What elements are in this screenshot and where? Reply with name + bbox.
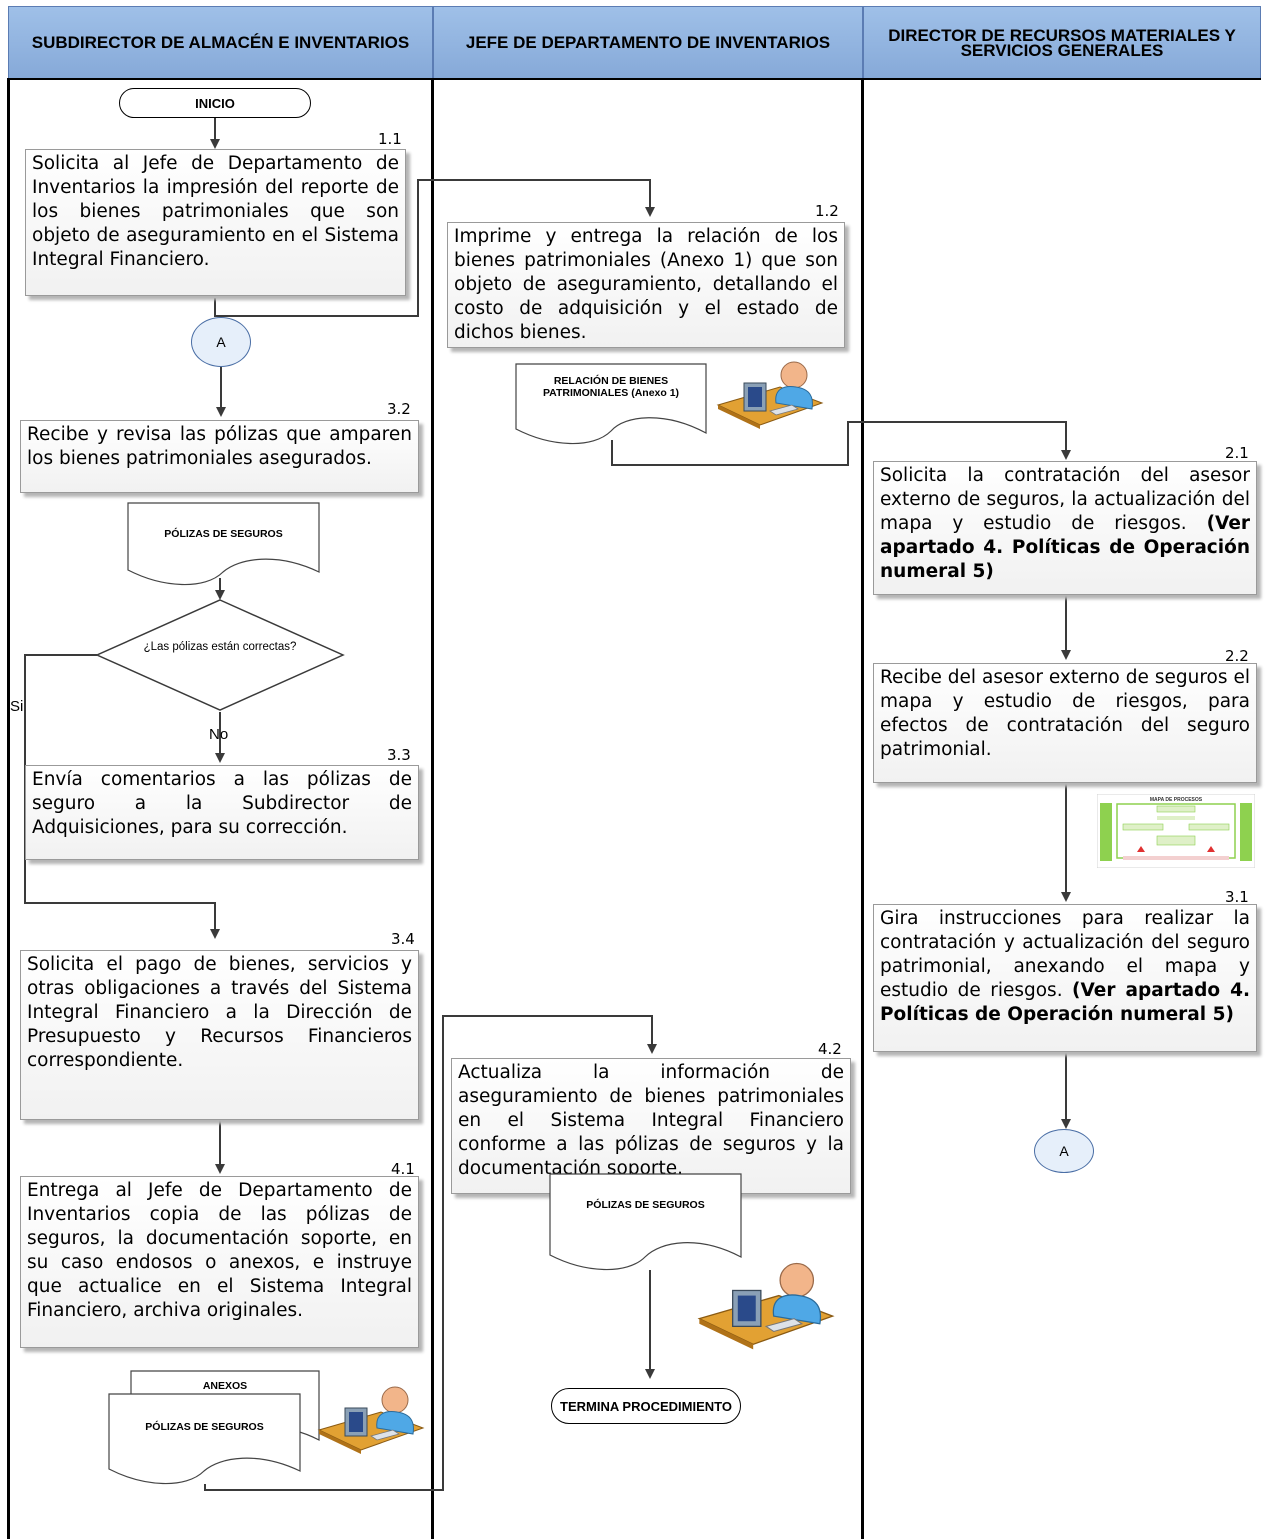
step-1-2-box: Imprime y entrega la relación de los bie… xyxy=(447,222,845,348)
decision-yes-label: Si xyxy=(10,698,24,715)
step-2-2-box: Recibe del asesor externo de seguros el … xyxy=(873,663,1257,783)
step-3-2-box: Recibe y revisa las pólizas que amparen … xyxy=(20,420,419,493)
connector-a-left: A xyxy=(191,317,251,367)
step-number: 1.1 xyxy=(378,130,402,148)
process-map-image: MAPA DE PROCESOS xyxy=(1097,794,1255,868)
lane-divider-1 xyxy=(431,79,434,1539)
worker-computer-icon xyxy=(716,361,824,429)
end-terminal: TERMINA PROCEDIMIENTO xyxy=(551,1388,741,1424)
start-terminal: INICIO xyxy=(119,88,311,118)
lane-border-left xyxy=(7,79,10,1539)
step-3-1-box: Gira instrucciones para realizar la cont… xyxy=(873,904,1257,1052)
step-4-1-box: Entrega al Jefe de Departamento de Inven… xyxy=(20,1176,419,1348)
connector-a-right: A xyxy=(1034,1129,1094,1173)
step-1-1-box: Solicita al Jefe de Departamento de Inve… xyxy=(25,149,406,296)
lane-header-director: DIRECTOR DE RECURSOS MATERIALES Y SERVIC… xyxy=(863,6,1261,79)
step-number: 1.2 xyxy=(815,202,839,220)
lane-header-jefe: JEFE DE DEPARTAMENTO DE INVENTARIOS xyxy=(433,6,863,79)
step-3-4-box: Solicita el pago de bienes, servicios y … xyxy=(20,950,419,1120)
header-bottom-line xyxy=(7,78,1261,80)
document-polizas-3: PÓLIZAS DE SEGUROS xyxy=(108,1393,301,1487)
step-number: 3.2 xyxy=(387,400,411,418)
step-number: 3.3 xyxy=(387,746,411,764)
step-4-2-box: Actualiza la información de aseguramient… xyxy=(451,1058,851,1194)
decision-no-label: No xyxy=(209,726,229,743)
step-number: 3.1 xyxy=(1225,888,1249,906)
process-map-title: MAPA DE PROCESOS xyxy=(1150,797,1203,803)
step-3-3-box: Envía comentarios a las pólizas de segur… xyxy=(25,765,419,860)
worker-computer-icon xyxy=(317,1386,425,1454)
step-2-1-box: Solicita la contratación del asesor exte… xyxy=(873,461,1257,595)
step-number: 4.1 xyxy=(391,1160,415,1178)
decision-diamond xyxy=(95,599,345,711)
step-number: 2.1 xyxy=(1225,444,1249,462)
lane-divider-2 xyxy=(861,79,864,1539)
lane-header-subdirector: SUBDIRECTOR DE ALMACÉN E INVENTARIOS xyxy=(8,6,433,79)
step-number: 4.2 xyxy=(818,1040,842,1058)
worker-computer-icon xyxy=(697,1262,835,1350)
decision-question: ¿Las pólizas están correctas? xyxy=(143,641,297,653)
document-relacion: RELACIÓN DE BIENES PATRIMONIALES (Anexo … xyxy=(515,363,707,445)
step-number: 3.4 xyxy=(391,930,415,948)
step-number: 2.2 xyxy=(1225,647,1249,665)
document-polizas-2: PÓLIZAS DE SEGUROS xyxy=(549,1173,742,1273)
document-polizas-1: PÓLIZAS DE SEGUROS xyxy=(127,502,320,587)
